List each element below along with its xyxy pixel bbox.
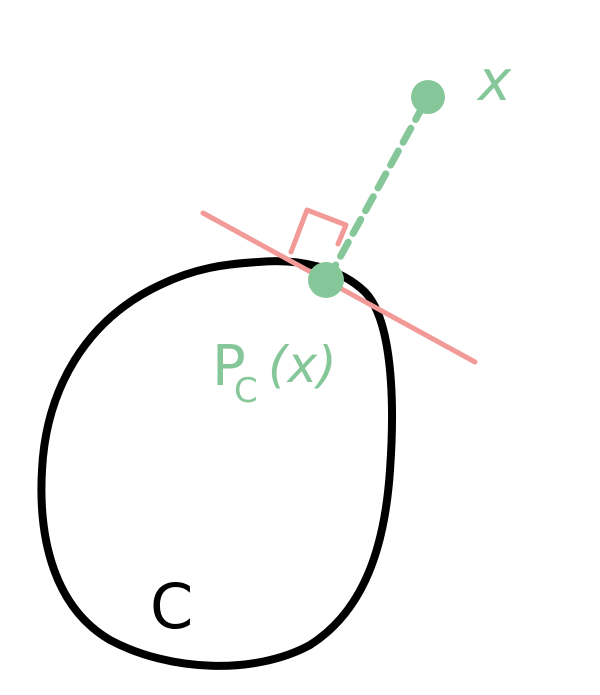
label-set: C	[150, 570, 193, 643]
label-projection-subscript: C	[234, 371, 258, 411]
label-projection-argument: (x)	[268, 336, 337, 394]
point-x	[411, 80, 445, 114]
convex-set-outline	[37, 257, 396, 670]
projection-segment	[324, 93, 432, 283]
projection-point	[308, 262, 344, 298]
label-projection: P	[212, 334, 246, 399]
right-angle-marker	[288, 207, 349, 255]
label-x: x	[476, 49, 512, 114]
